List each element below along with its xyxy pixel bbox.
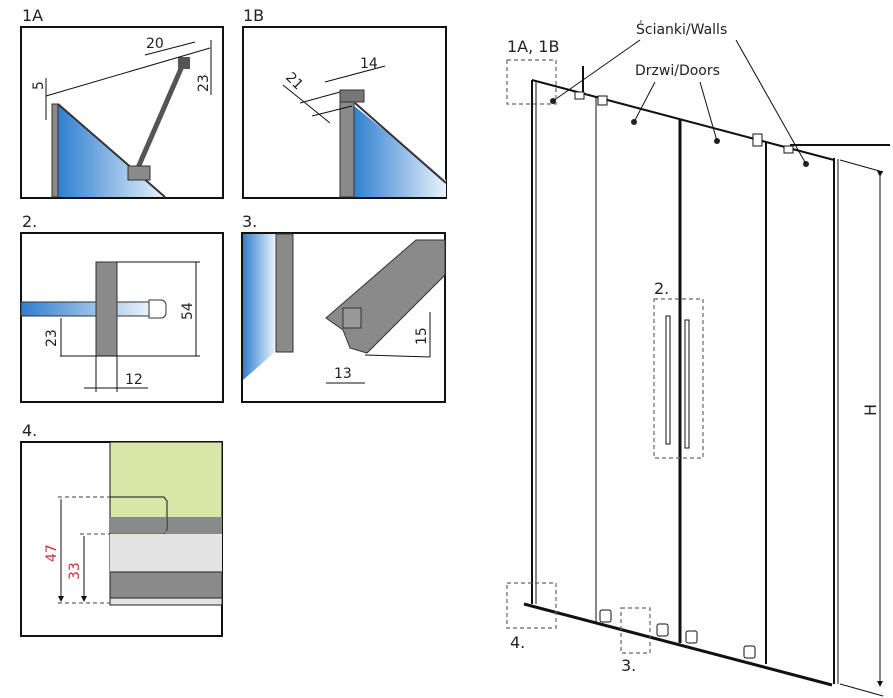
dim-12: 12 xyxy=(125,372,143,388)
callout-2: 2. xyxy=(654,279,669,298)
dim-33: 33 xyxy=(67,562,83,580)
dim-23: 23 xyxy=(196,74,212,92)
detail-3-label: 3. xyxy=(242,212,257,231)
detail-4-label: 4. xyxy=(22,421,37,440)
detail-1a-label: 1A xyxy=(22,6,43,25)
callout-4: 4. xyxy=(510,633,525,652)
callout-3: 3. xyxy=(621,656,636,675)
detail-3: 3. 15 13 xyxy=(241,212,446,403)
dim-15: 15 xyxy=(414,327,430,345)
walls-label: Ścianki/Walls xyxy=(636,20,727,38)
detail-4: 4. 47 33 xyxy=(20,421,223,637)
detail-1a: 1A 20 23 5 xyxy=(20,6,224,199)
dim-5: 5 xyxy=(31,81,47,90)
callout-box-3 xyxy=(620,607,651,654)
bottom-rail xyxy=(523,602,833,687)
dim-14: 14 xyxy=(360,56,378,72)
dim-13: 13 xyxy=(334,366,352,382)
dim-54: 54 xyxy=(180,302,196,320)
stabilizer-bar xyxy=(134,63,186,171)
doors-label: Drzwi/Doors xyxy=(635,63,720,79)
callout-1a-1b: 1A, 1B xyxy=(507,37,559,56)
callout-box-1 xyxy=(506,59,557,105)
detail-2-label: 2. xyxy=(22,212,37,231)
dim-23: 23 xyxy=(44,329,60,347)
dim-47: 47 xyxy=(44,544,60,562)
dim-21: 21 xyxy=(282,70,306,94)
detail-1b-label: 1B xyxy=(243,6,264,25)
detail-2: 2. 54 23 12 xyxy=(20,212,224,403)
handle-profile xyxy=(95,261,118,357)
callout-box-2 xyxy=(653,298,704,459)
door-handle xyxy=(684,319,690,449)
door-handle xyxy=(665,315,671,445)
detail-1b: 1B 14 21 xyxy=(242,6,447,199)
shower-overview: Ścianki/Walls Drzwi/Doors 1A, 1B 2. 3. 4… xyxy=(506,20,890,697)
callout-box-4 xyxy=(506,582,557,629)
height-label: H xyxy=(861,404,880,416)
dim-20: 20 xyxy=(146,36,164,52)
